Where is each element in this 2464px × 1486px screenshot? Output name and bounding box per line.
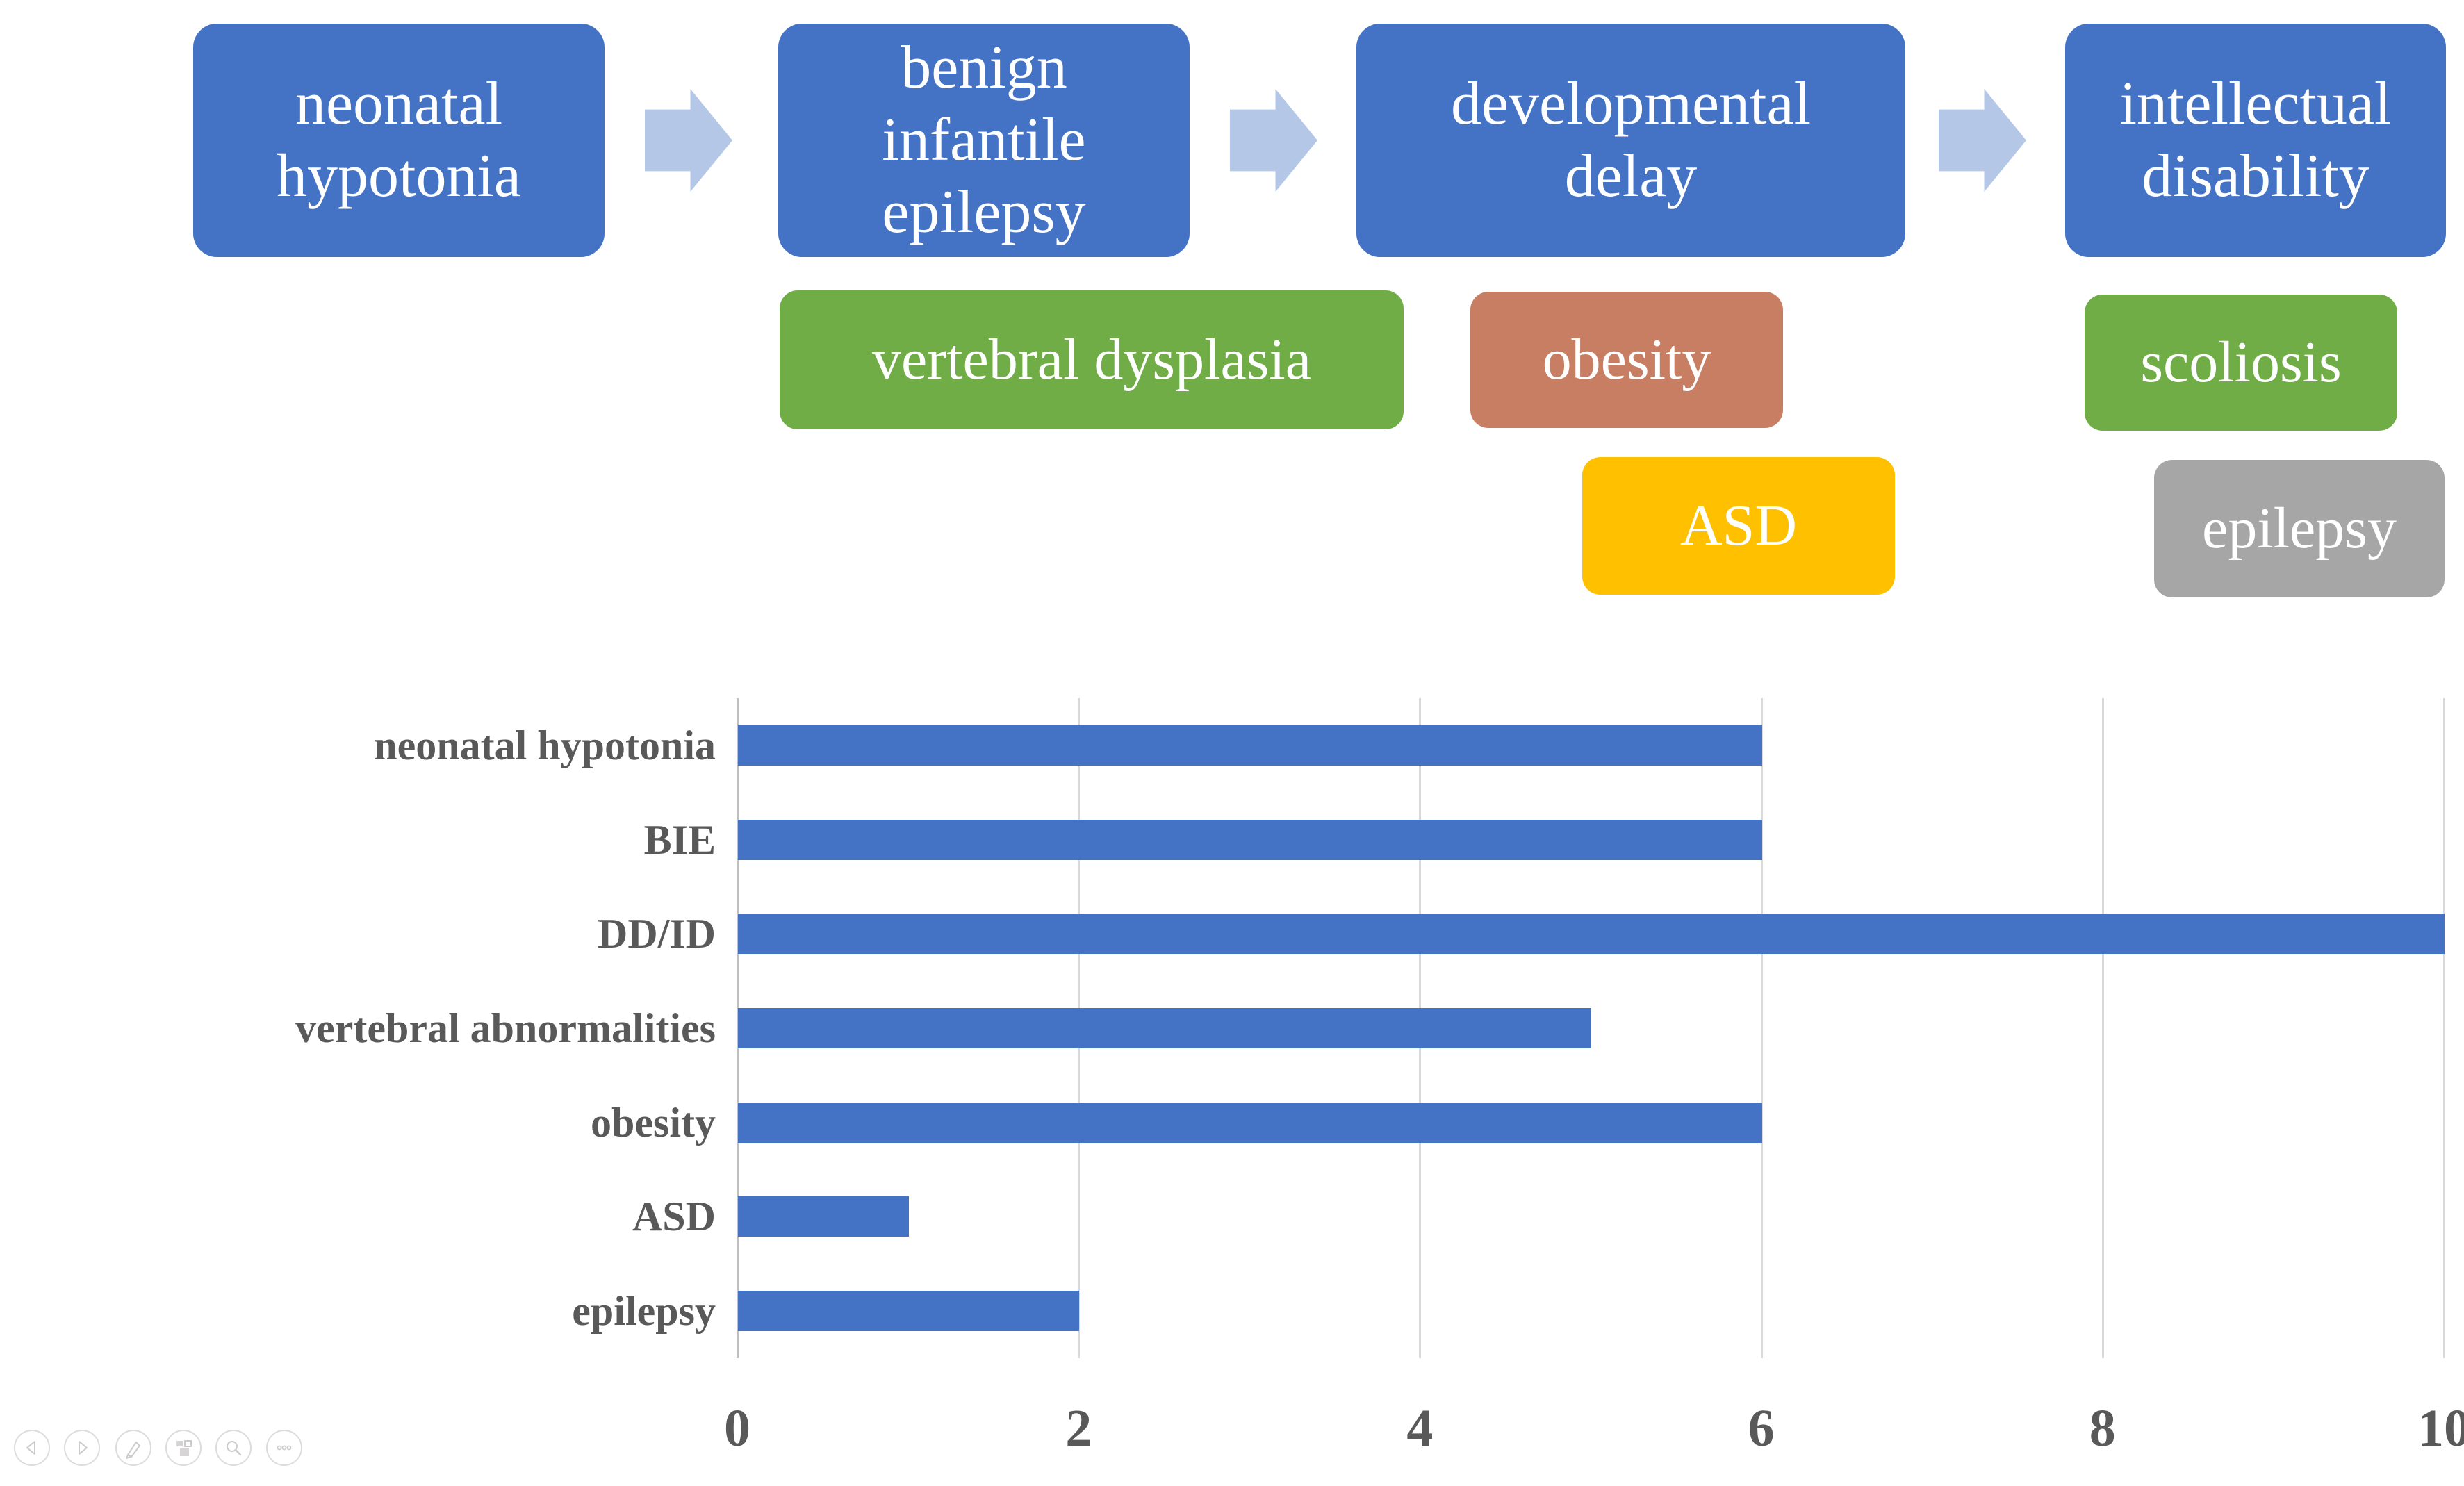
x-tick-label: 2 <box>1065 1399 1092 1458</box>
category-label: neonatal hypotonia <box>374 722 716 768</box>
next-slide-button[interactable] <box>64 1430 100 1466</box>
bar-neonatal-hypotonia <box>738 725 1762 766</box>
pen-tools-button[interactable] <box>115 1430 151 1466</box>
x-tick-label: 10 <box>2417 1399 2464 1458</box>
category-label: BIE <box>643 816 716 863</box>
see-all-slides-button[interactable] <box>165 1430 202 1466</box>
bar-obesity <box>738 1102 1762 1143</box>
magnifier-icon <box>227 1441 242 1456</box>
bar-bie <box>738 819 1762 860</box>
category-label: ASD <box>632 1194 716 1240</box>
flow-box-intellectual-disability: intellectual disability <box>2065 24 2446 257</box>
x-tick-label: 6 <box>1748 1399 1775 1458</box>
x-tick-label: 4 <box>1406 1399 1434 1458</box>
category-label: vertebral abnormalities <box>295 1005 716 1051</box>
bar-asd <box>738 1196 909 1237</box>
category-label: epilepsy <box>572 1288 716 1335</box>
category-label: DD/ID <box>597 911 716 957</box>
flow-box-neonatal-hypotonia: neonatal hypotonia <box>193 24 605 257</box>
flow-box-scoliosis: scoliosis <box>2085 295 2397 431</box>
bar-vertebral-abnormalities <box>738 1008 1591 1048</box>
gridline <box>2443 698 2445 1358</box>
ellipsis-icon <box>277 1445 292 1451</box>
x-tick-label: 0 <box>724 1399 750 1458</box>
more-options-button[interactable] <box>266 1430 302 1466</box>
previous-slide-button[interactable] <box>14 1430 50 1466</box>
gridline <box>2101 698 2104 1358</box>
chevron-right-icon <box>79 1441 88 1455</box>
chevron-left-icon <box>26 1441 35 1455</box>
category-label: obesity <box>591 1099 716 1146</box>
flow-box-developmental-delay: developmental delay <box>1356 24 1905 257</box>
slides-grid-icon <box>176 1440 192 1456</box>
flow-box-obesity: obesity <box>1470 292 1783 428</box>
gridline <box>1760 698 1763 1358</box>
flow-box-benign-infantile-epilepsy: benign infantile epilepsy <box>778 24 1190 257</box>
y-axis-line <box>737 698 739 1358</box>
bar-epilepsy <box>738 1291 1080 1332</box>
pen-icon <box>126 1442 140 1459</box>
zoom-button[interactable] <box>215 1430 252 1466</box>
bar-dd-id <box>738 914 2445 955</box>
flow-box-epilepsy: epilepsy <box>2154 460 2445 597</box>
flow-box-asd: ASD <box>1582 457 1895 595</box>
flow-box-vertebral-dysplasia: vertebral dysplasia <box>780 290 1404 429</box>
x-tick-label: 8 <box>2089 1399 2116 1458</box>
